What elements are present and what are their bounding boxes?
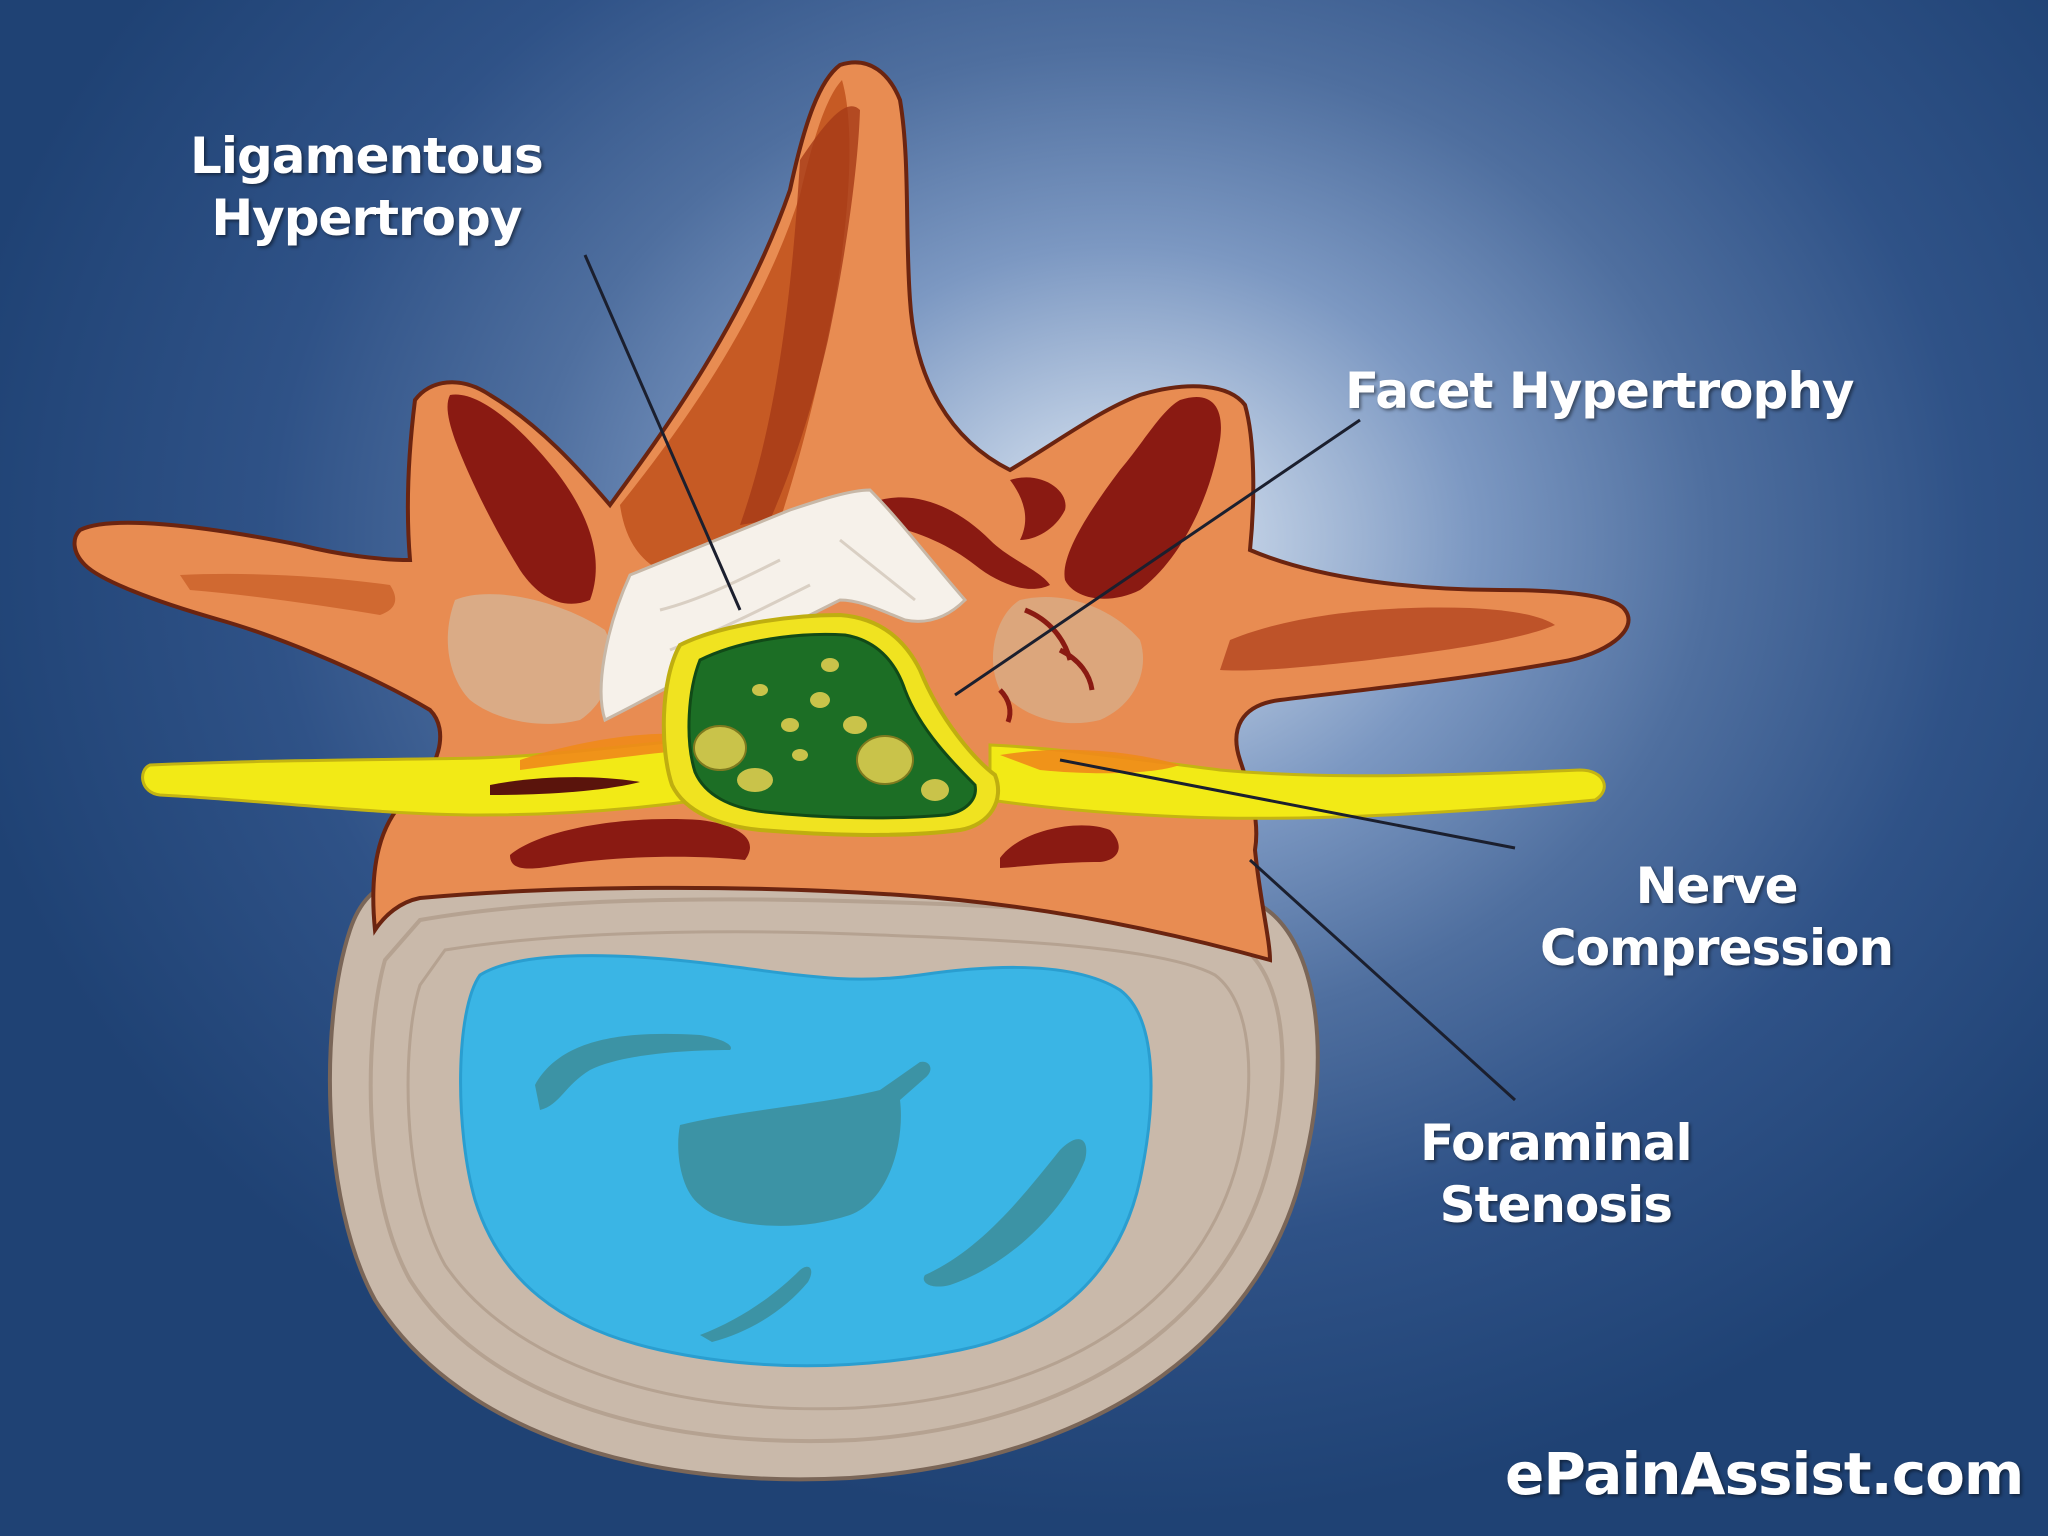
nerve-rootlet (843, 716, 867, 734)
label-line: Ligamentous (190, 125, 543, 187)
intervertebral-disc (330, 856, 1318, 1479)
label-line: Stenosis (1420, 1174, 1692, 1236)
nerve-rootlet (921, 779, 949, 801)
nerve-rootlet (821, 658, 839, 672)
nerve-rootlet (781, 718, 799, 732)
label-line: Foraminal (1420, 1112, 1692, 1174)
nerve-rootlet (694, 726, 746, 770)
nerve-rootlet (792, 749, 808, 761)
label-nerve-compression: Nerve Compression (1540, 855, 1893, 979)
label-ligamentous-hypertropy: Ligamentous Hypertropy (190, 125, 543, 249)
nerve-rootlet (737, 768, 773, 792)
nerve-rootlet (810, 692, 830, 708)
label-line: Nerve (1540, 855, 1893, 917)
label-foraminal-stenosis: Foraminal Stenosis (1420, 1112, 1692, 1236)
label-facet-hypertrophy: Facet Hypertrophy (1345, 360, 1854, 422)
nerve-rootlet (857, 736, 913, 784)
label-line: Facet Hypertrophy (1345, 360, 1854, 422)
label-line: Compression (1540, 917, 1893, 979)
nerve-rootlet (752, 684, 768, 696)
label-line: Hypertropy (190, 187, 543, 249)
site-watermark: ePainAssist.com (1505, 1440, 2023, 1508)
